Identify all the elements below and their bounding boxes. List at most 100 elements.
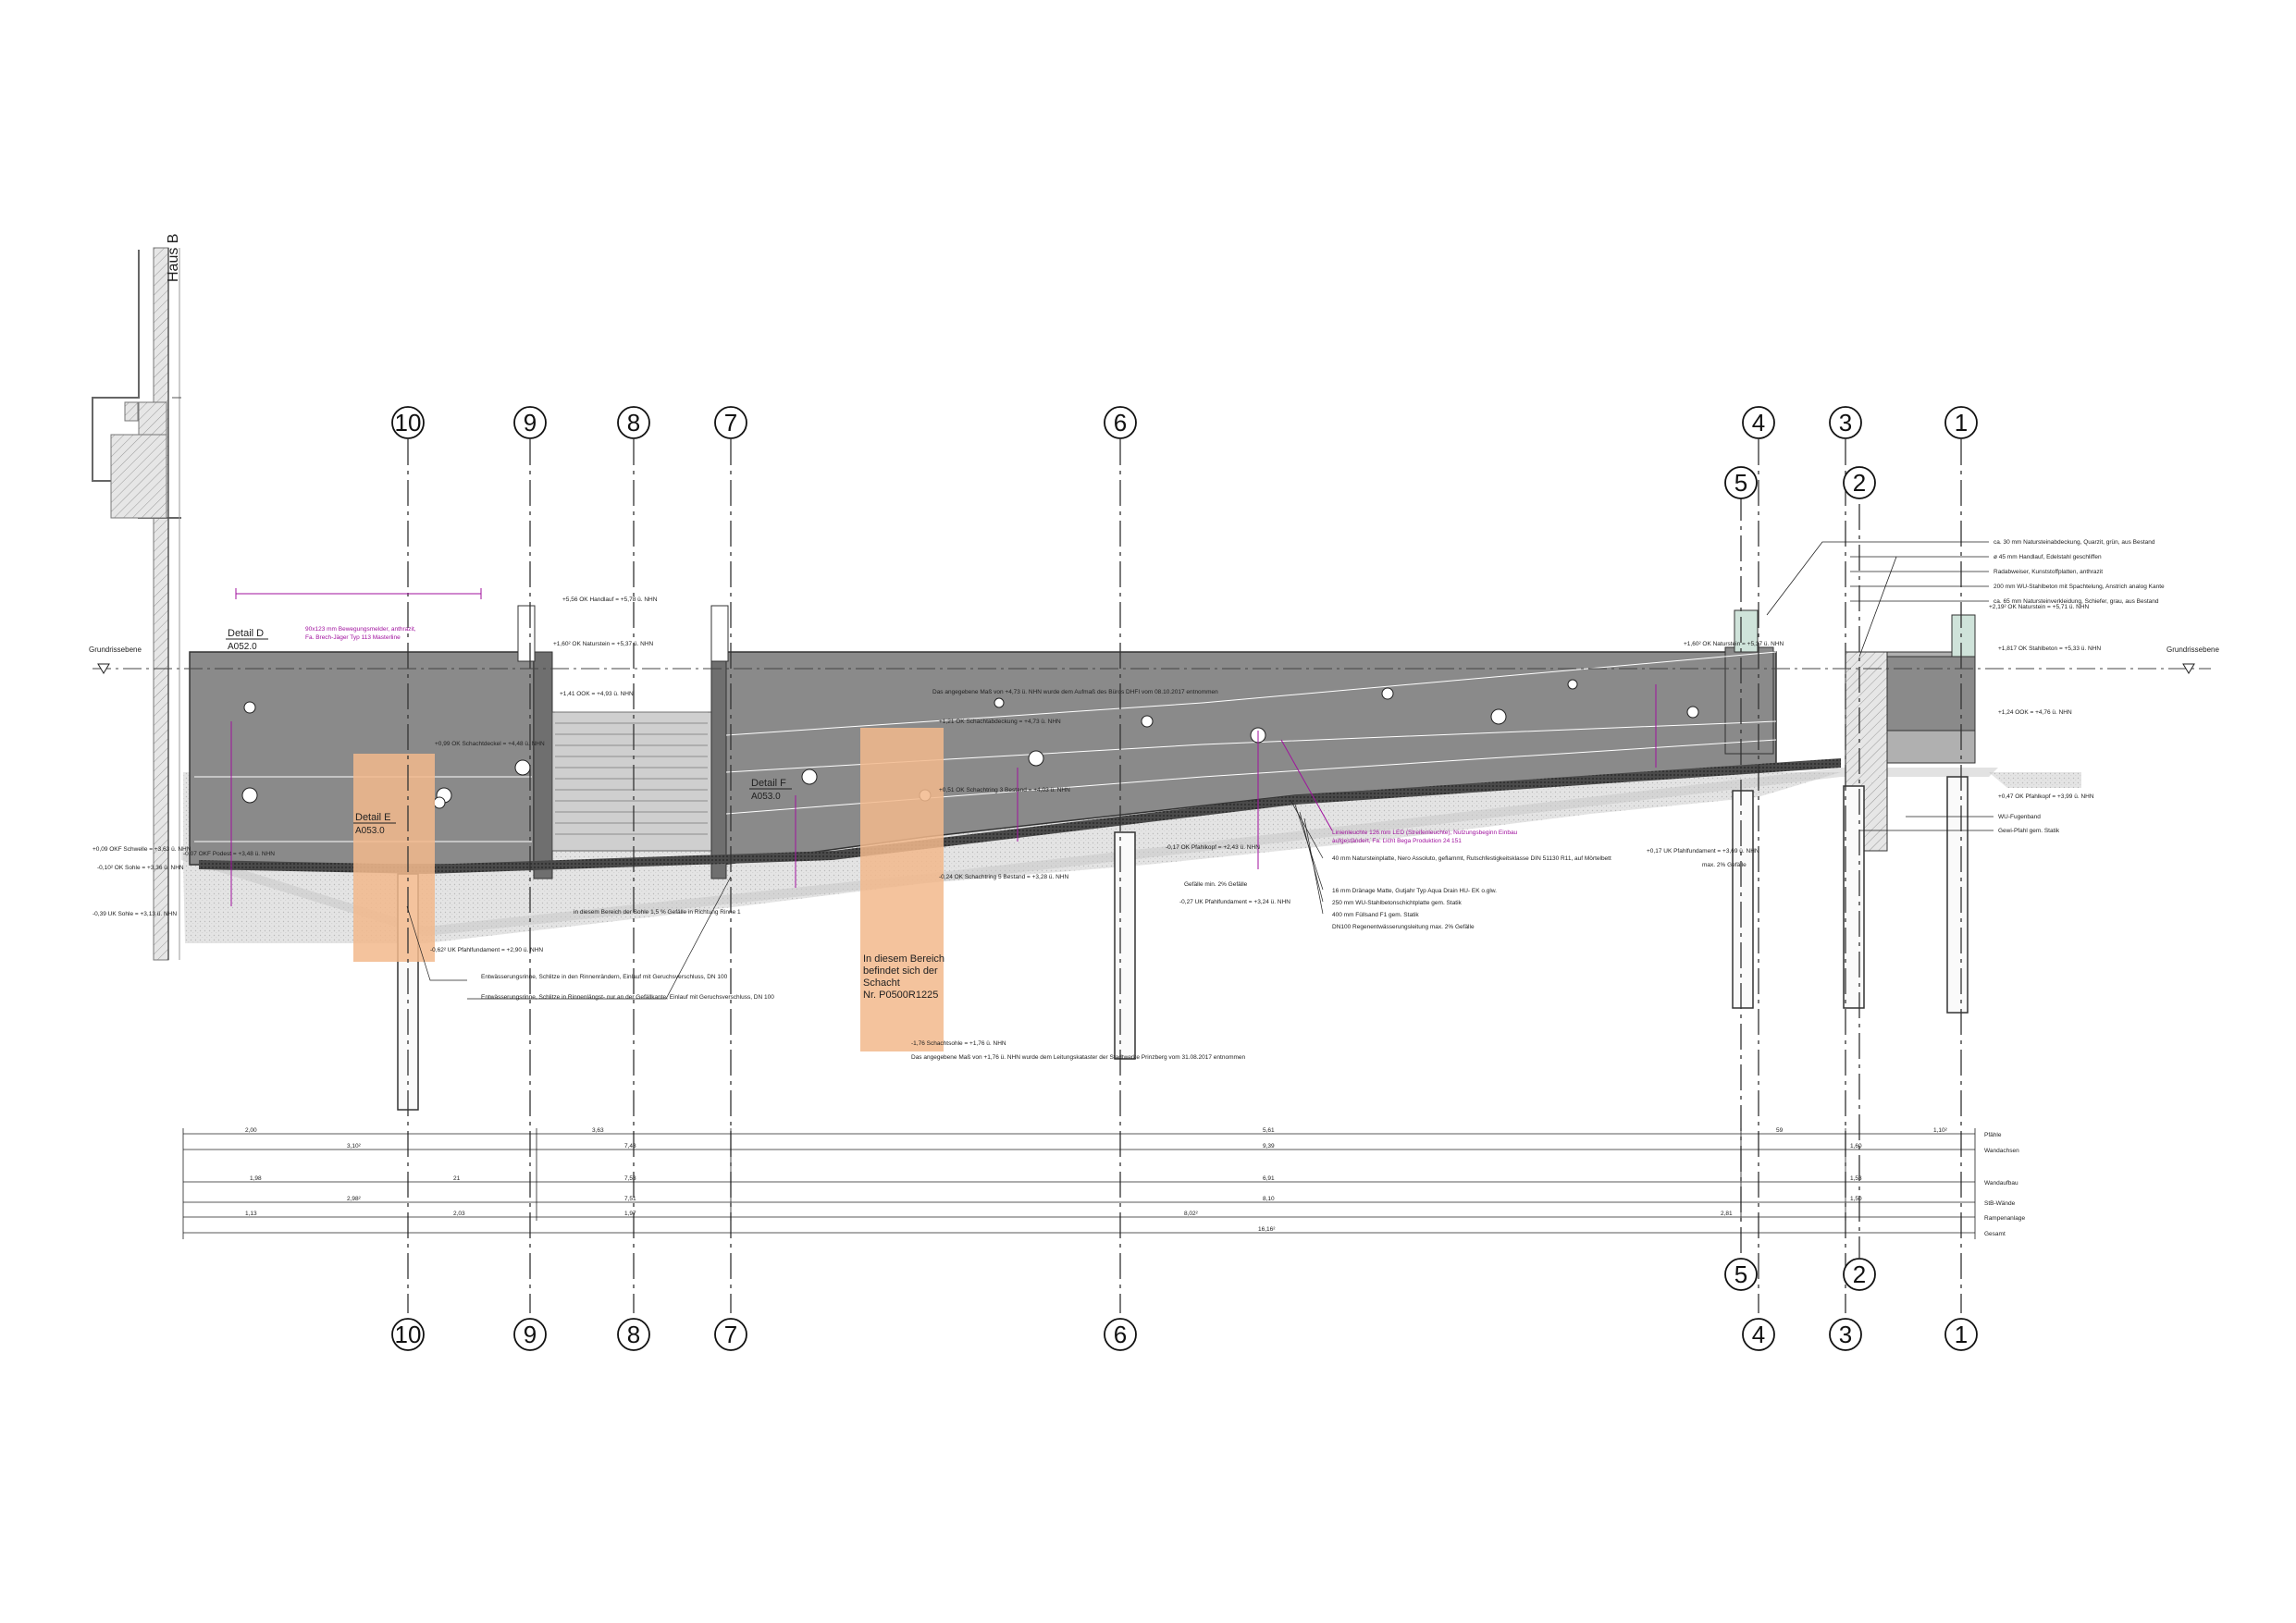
level-4: +1,21 OK Schachtabdeckung = +4,73 ü. NHN bbox=[939, 719, 1061, 725]
dim-stb-2: 8,10 bbox=[1263, 1196, 1275, 1202]
axis-bottom-4: 4 bbox=[1752, 1321, 1765, 1348]
legend-ramp-0: 40 mm Natursteinplatte, Nero Assoluto, g… bbox=[1332, 855, 1611, 862]
axis-top-5: 5 bbox=[1734, 469, 1747, 497]
stair-treads bbox=[555, 711, 708, 835]
sensor-note-2: Fa. Brech-Jäger Typ 113 Masterline bbox=[305, 634, 401, 641]
dim-wandachsen-1: 7,43 bbox=[624, 1143, 636, 1150]
axis-bottom-6: 6 bbox=[1114, 1321, 1127, 1348]
detail-f-title: Detail F bbox=[751, 778, 786, 789]
dim-pfaehle-4: 1,10² bbox=[1933, 1127, 1948, 1134]
dimension-row-wandachsen: Wandachsen 3,10² 7,43 9,39 1,60 bbox=[347, 1143, 2019, 1154]
dim-rampe-2: 1,97 bbox=[624, 1211, 636, 1217]
ramp-note-4: max. 2% Gefälle bbox=[1702, 862, 1747, 868]
level-5: +0,51 OK Schachtring 3 Bestand = +4,03 ü… bbox=[939, 787, 1070, 793]
building-label: Haus B bbox=[166, 234, 181, 282]
dim-wandaufbau-4: 1,53 bbox=[1850, 1175, 1862, 1182]
level-2: +1,41 OOK = +4,93 ü. NHN bbox=[560, 691, 634, 697]
detail-d-ref: A052.0 bbox=[228, 642, 257, 652]
manhole-note-line-4: Nr. P0500R1225 bbox=[863, 990, 938, 1001]
ramp-note-3: Gefälle min. 2% Gefälle bbox=[1184, 881, 1248, 888]
ramp-notes: Das angegebene Maß von +4,73 ü. NHN wurd… bbox=[574, 689, 1747, 1061]
axis-bottom-10: 10 bbox=[395, 1321, 422, 1348]
axis-bottom-5: 5 bbox=[1734, 1260, 1747, 1288]
dim-pfaehle-2: 5,61 bbox=[1263, 1127, 1275, 1134]
dimension-row-gesamt: Gesamt 16,16² bbox=[1258, 1226, 2006, 1237]
dimension-chains bbox=[182, 1128, 1976, 1239]
axis-top-9: 9 bbox=[524, 409, 537, 436]
level-16: +1,60² OK Naturstein = +5,37 ü. NHN bbox=[1684, 641, 1784, 647]
dimension-row-pfaehle: Pfähle 2,00 3,63 5,61 59 1,10² bbox=[245, 1127, 2002, 1138]
dim-pfaehle-3: 59 bbox=[1776, 1127, 1784, 1134]
drain-note-1: Entwässerungsrinne, Schlitze in Rinnenlä… bbox=[481, 994, 774, 1001]
level-1: +1,60² OK Naturstein = +5,37 ü. NHN bbox=[553, 641, 654, 647]
dim-rampe-1: 2,03 bbox=[453, 1211, 465, 1217]
detail-f-ref: A053.0 bbox=[751, 792, 781, 802]
axis-bottom-2: 2 bbox=[1853, 1260, 1866, 1288]
dim-rampe-4: 2,81 bbox=[1721, 1211, 1733, 1217]
level-annotations: +5,56 OK Handlauf = +5,78 ü. NHN +1,60² … bbox=[93, 596, 2101, 1047]
level-13: -0,27 UK Pfahlfundament = +3,24 ü. NHN bbox=[1179, 899, 1290, 905]
legend-right-0: ca. 30 mm Natursteinabdeckung, Quarzit, … bbox=[1994, 539, 2155, 546]
dim-wandaufbau-2: 7,53 bbox=[624, 1175, 636, 1182]
dim-stb-0: 2,98² bbox=[347, 1196, 362, 1202]
building-haus-b: Haus B bbox=[92, 234, 181, 961]
legend-ramp-2: 250 mm WU-Stahlbetonschichtplatte gem. S… bbox=[1332, 900, 1463, 906]
dim-rampe-3: 8,02² bbox=[1184, 1211, 1199, 1217]
level-7: +0,09 OKF Schwelle = +3,63 ü. NHN bbox=[93, 846, 191, 853]
axis-bottom-9: 9 bbox=[524, 1321, 537, 1348]
dim-label-gesamt: Gesamt bbox=[1984, 1231, 2006, 1237]
sensor-note-1: 90x123 mm Bewegungsmelder, anthrazit, bbox=[305, 626, 416, 633]
dim-pfaehle-1: 3,63 bbox=[592, 1127, 604, 1134]
dim-wandachsen-3: 1,60 bbox=[1850, 1143, 1862, 1150]
axis-top-1: 1 bbox=[1955, 409, 1968, 436]
level-19: +0,47 OK Pfahlkopf = +3,99 ü. NHN bbox=[1998, 793, 2094, 800]
dim-label-wandachsen: Wandachsen bbox=[1984, 1148, 2019, 1154]
level-9: -0,39 UK Sohle = +3,13 ü. NHN bbox=[93, 911, 177, 917]
level-17: +1,817 OK Stahlbeton = +5,33 ü. NHN bbox=[1998, 646, 2101, 652]
manhole-note-line-1: In diesem Bereich bbox=[863, 953, 944, 965]
level-3: +0,99 OK Schachtdeckel = +4,48 ü. NHN bbox=[435, 741, 545, 747]
dimension-row-wandaufbau: Wandaufbau 1,98 21 7,53 6,91 1,53 bbox=[250, 1175, 2018, 1187]
level-8: -0,10² OK Sohle = +3,36 ü. NHN bbox=[97, 865, 184, 871]
magenta-notes: 90x123 mm Bewegungsmelder, anthrazit, Fa… bbox=[230, 588, 1657, 906]
dim-wandachsen-2: 9,39 bbox=[1263, 1143, 1275, 1150]
legend-ramp-3: 400 mm Füllsand F1 gem. Statik bbox=[1332, 912, 1419, 918]
dim-wandaufbau-0: 1,98 bbox=[250, 1175, 262, 1182]
legend-right-3: 200 mm WU-Stahlbeton mit Spachtelung, An… bbox=[1994, 584, 2165, 590]
level-6: -0,24 OK Schachtring 5 Bestand = +3,28 ü… bbox=[939, 874, 1068, 880]
detail-f: Detail F A053.0 bbox=[749, 778, 792, 802]
axis-labels-top: 10 9 8 7 6 4 3 1 5 2 bbox=[395, 409, 1969, 497]
dim-wandaufbau-3: 6,91 bbox=[1263, 1175, 1275, 1182]
level-0: +5,56 OK Handlauf = +5,78 ü. NHN bbox=[562, 596, 658, 603]
axis-top-6: 6 bbox=[1114, 409, 1127, 436]
axis-top-8: 8 bbox=[627, 409, 640, 436]
ramp-note-0: Das angegebene Maß von +4,73 ü. NHN wurd… bbox=[932, 689, 1218, 695]
detail-d: Detail D A052.0 bbox=[226, 628, 268, 652]
axis-bottom-1: 1 bbox=[1955, 1321, 1968, 1348]
level-18: +1,24 OOK = +4,76 ü. NHN bbox=[1998, 709, 2072, 716]
level-12: -0,17 OK Pfahlkopf = +2,43 ü. NHN bbox=[1166, 844, 1260, 851]
right-note-1: Gewi-Pfahl gem. Statik bbox=[1998, 828, 2060, 834]
axis-bubbles-top bbox=[391, 406, 1978, 499]
dimension-row-rampenanlage: Rampenanlage 1,13 2,03 1,97 8,02² 2,81 bbox=[245, 1211, 2025, 1222]
axis-bubbles-bottom bbox=[391, 1258, 1978, 1351]
axis-top-7: 7 bbox=[724, 409, 737, 436]
right-note-0: WU-Fugenband bbox=[1998, 814, 2041, 820]
detail-e: Detail E A053.0 bbox=[353, 812, 396, 836]
dim-wandachsen-0: 3,10² bbox=[347, 1143, 362, 1150]
ramp-note-1: Das angegebene Maß von +1,76 ü. NHN wurd… bbox=[911, 1054, 1246, 1061]
detail-d-title: Detail D bbox=[228, 628, 264, 639]
ramp-note-2: in diesem Bereich der Sohle 1,5 % Gefäll… bbox=[574, 909, 741, 916]
manhole-note-line-2: befindet sich der bbox=[863, 965, 938, 977]
orange-zones bbox=[353, 728, 944, 1051]
drain-notes: Entwässerungsrinne, Schlitze in den Rinn… bbox=[406, 876, 774, 1001]
plane-markers: Grundrissebene Grundrissebene bbox=[89, 646, 2219, 674]
layer-legend-right: ca. 30 mm Natursteinabdeckung, Quarzit, … bbox=[1766, 539, 2165, 834]
level-10: -0,07 OKF Podest = +3,48 ü. NHN bbox=[183, 851, 275, 857]
detail-e-title: Detail E bbox=[355, 812, 391, 823]
level-20: +2,19² OK Naturstein = +5,71 ü. NHN bbox=[1989, 604, 2090, 610]
dim-wandaufbau-1: 21 bbox=[453, 1175, 461, 1182]
plane-label-left: Grundrissebene bbox=[89, 646, 142, 654]
level-15: -1,76 Schachtsohle = +1,76 ü. NHN bbox=[911, 1040, 1006, 1047]
